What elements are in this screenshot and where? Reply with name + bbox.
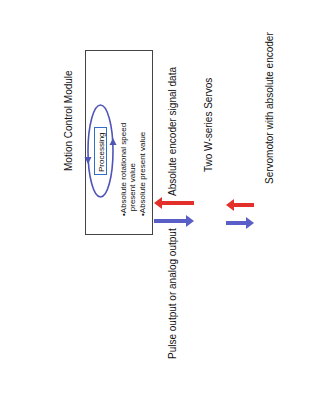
servomotor xyxy=(255,190,285,238)
cycle-head xyxy=(110,138,117,145)
signal-label: Pulse output or analog output xyxy=(167,228,179,359)
arrow-shaft xyxy=(154,219,187,223)
cycle-head xyxy=(85,157,92,164)
arrow-shaft xyxy=(233,203,254,207)
signal-label: Absolute encoder signal data xyxy=(167,67,179,196)
arrow-head xyxy=(154,197,162,209)
signal-arrow xyxy=(226,199,254,211)
cycle-path xyxy=(88,105,113,197)
drive-label: Two W-series Servos xyxy=(203,78,215,172)
arrow-head xyxy=(246,217,254,229)
bullet-text: •Absolute present value xyxy=(138,96,147,216)
signal-arrow xyxy=(226,217,254,229)
module-title: Motion Control Module xyxy=(63,70,75,171)
servo-drive xyxy=(195,178,225,250)
cycle-arrow xyxy=(86,51,154,396)
arrow-shaft xyxy=(161,201,194,205)
motor-label: Servomotor with absolute encoder xyxy=(264,32,276,184)
arrow-head xyxy=(226,199,234,211)
process-box: Processing xyxy=(94,127,107,175)
arrow-head xyxy=(186,215,194,227)
bullet-text: •Absolute rotational speed present value xyxy=(119,96,137,216)
signal-arrow xyxy=(154,215,194,227)
process-label: Processing xyxy=(97,132,106,172)
module-box: Motion Control Module•Absolute rotationa… xyxy=(85,50,153,235)
arrow-shaft xyxy=(226,221,247,225)
signal-arrow xyxy=(154,197,194,209)
